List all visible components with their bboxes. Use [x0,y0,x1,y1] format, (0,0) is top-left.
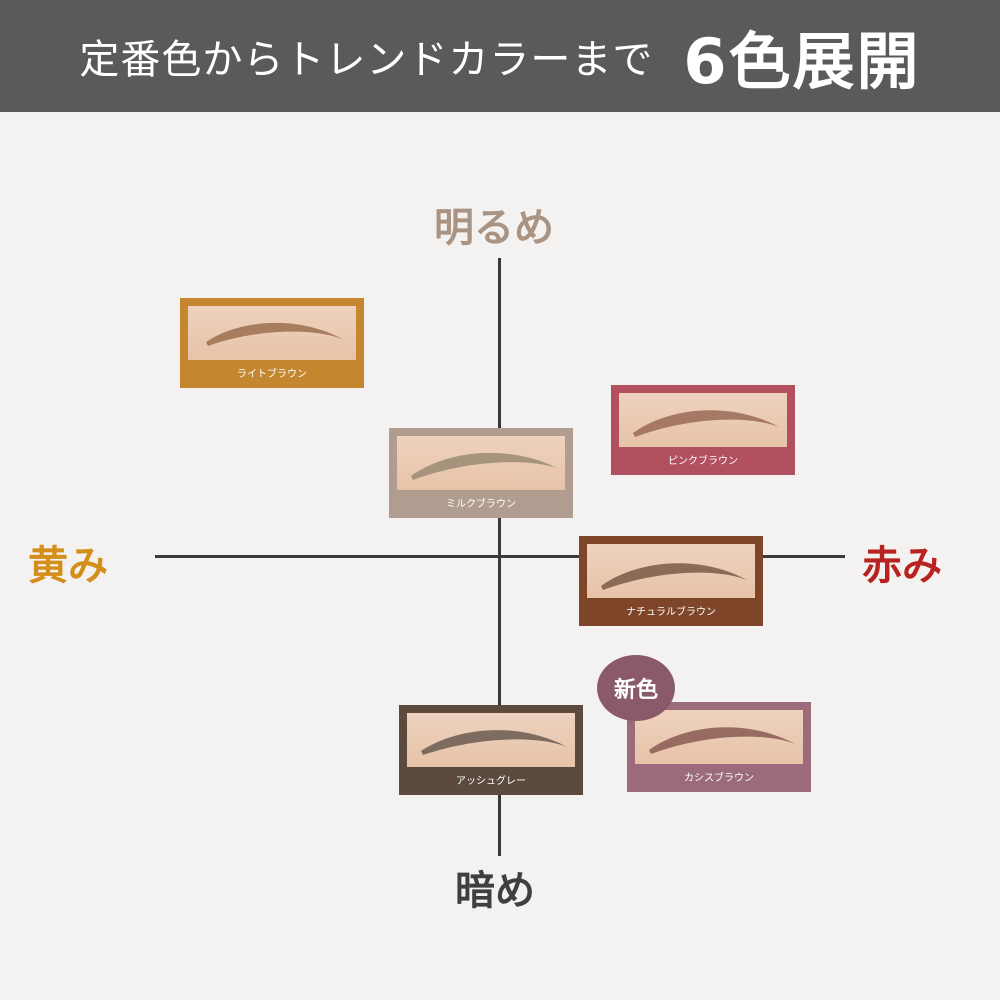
eyebrow-photo [587,544,755,598]
eyebrow-icon [421,730,567,755]
shade-card-milk-brown: ミルクブラウン [389,428,573,518]
axis-label-brighter: 明るめ [434,205,554,251]
shade-name: アッシュグレー [456,776,526,787]
eyebrow-photo [397,436,565,490]
eyebrow-photo [407,713,575,767]
eyebrow-photo [619,393,787,447]
eyebrow-photo [188,306,356,360]
shade-card-light-brown: ライトブラウン [180,298,364,388]
banner-subtitle: 定番色からトレンドカラーまで [79,37,654,83]
shade-name: ライトブラウン [237,369,307,380]
shade-card-cassis-brown: カシスブラウン [627,702,811,792]
shade-card-ash-gray: アッシュグレー [399,705,583,795]
eyebrow-icon [649,727,795,754]
axis-label-reddish: 赤み [862,543,942,589]
banner-headline: 6色展開 [683,25,921,98]
shade-card-natural-brown: ナチュラルブラウン [579,536,763,626]
shade-name: ナチュラルブラウン [626,607,716,618]
eyebrow-icon [633,410,779,437]
axis-label-yellowish: 黄み [28,543,108,589]
shade-name: ミルクブラウン [446,499,516,510]
header-banner: 定番色からトレンドカラーまで 6色展開 [0,0,1000,112]
shade-card-pink-brown: ピンクブラウン [611,385,795,475]
new-color-badge: 新色 [597,655,675,721]
axis-label-darker: 暗め [455,868,535,914]
shade-name: ピンクブラウン [668,456,738,467]
eyebrow-icon [411,452,557,480]
horizontal-axis [155,555,845,558]
shade-name: カシスブラウン [684,773,754,784]
eyebrow-icon [206,322,344,346]
eyebrow-photo [635,710,803,764]
eyebrow-icon [601,563,747,590]
